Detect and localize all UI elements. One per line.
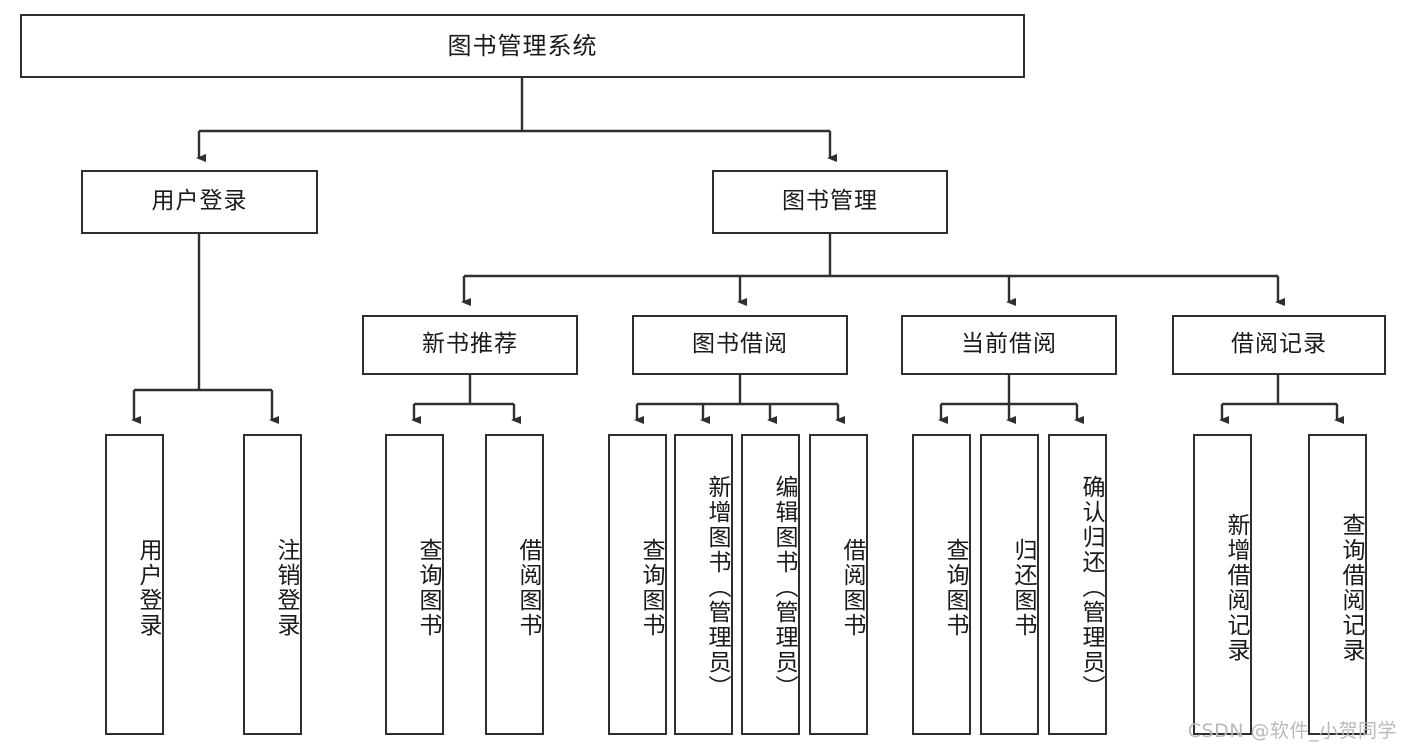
node-label: 图书管理 — [782, 188, 878, 215]
leaf-borrow-query-book[interactable]: 查询图书 — [608, 434, 667, 735]
node-label: 查询图书 — [638, 537, 664, 638]
node-label: 用户登录 — [151, 188, 248, 215]
node-label: 当前借阅 — [961, 331, 1057, 358]
node-current-borrow[interactable]: 当前借阅 — [901, 315, 1117, 375]
leaf-user-login[interactable]: 用户登录 — [105, 434, 164, 735]
node-label: 编辑图书（管理员） — [771, 475, 797, 700]
node-label: 新书推荐 — [422, 331, 518, 358]
leaf-current-query-book[interactable]: 查询图书 — [912, 434, 971, 735]
node-borrow-records[interactable]: 借阅记录 — [1172, 315, 1386, 375]
node-label: 借阅记录 — [1231, 331, 1327, 358]
watermark-text: CSDN @软件_小贺同学 — [1187, 720, 1397, 742]
node-label: 注销登录 — [273, 537, 299, 638]
node-user-login[interactable]: 用户登录 — [81, 170, 318, 234]
node-label: 新增借阅记录 — [1223, 512, 1249, 663]
node-label: 确认归还（管理员） — [1078, 475, 1104, 700]
node-book-borrow[interactable]: 图书借阅 — [632, 315, 848, 375]
node-label: 查询图书 — [942, 537, 968, 638]
node-label: 图书借阅 — [692, 331, 788, 358]
node-label: 查询借阅记录 — [1338, 512, 1364, 663]
leaf-new-book-borrow-book[interactable]: 借阅图书 — [485, 434, 544, 735]
leaf-new-book-query-book[interactable]: 查询图书 — [385, 434, 444, 735]
leaf-current-confirm-return-admin[interactable]: 确认归还（管理员） — [1048, 434, 1107, 735]
leaf-records-add-record[interactable]: 新增借阅记录 — [1193, 434, 1252, 735]
node-new-book-recommend[interactable]: 新书推荐 — [362, 315, 578, 375]
leaf-borrow-edit-book-admin[interactable]: 编辑图书（管理员） — [741, 434, 800, 735]
node-label: 归还图书 — [1010, 537, 1036, 638]
node-label: 用户登录 — [135, 537, 161, 638]
node-label: 查询图书 — [415, 537, 441, 638]
node-label: 新增图书（管理员） — [704, 475, 730, 700]
leaf-user-logout[interactable]: 注销登录 — [243, 434, 302, 735]
node-book-management[interactable]: 图书管理 — [712, 170, 948, 234]
leaf-borrow-borrow-book[interactable]: 借阅图书 — [809, 434, 868, 735]
node-label: 借阅图书 — [515, 537, 541, 638]
node-label: 图书管理系统 — [447, 31, 598, 60]
leaf-records-query-record[interactable]: 查询借阅记录 — [1308, 434, 1367, 735]
leaf-current-return-book[interactable]: 归还图书 — [980, 434, 1039, 735]
node-root-system[interactable]: 图书管理系统 — [20, 14, 1025, 78]
leaf-borrow-add-book-admin[interactable]: 新增图书（管理员） — [674, 434, 733, 735]
node-label: 借阅图书 — [839, 537, 865, 638]
